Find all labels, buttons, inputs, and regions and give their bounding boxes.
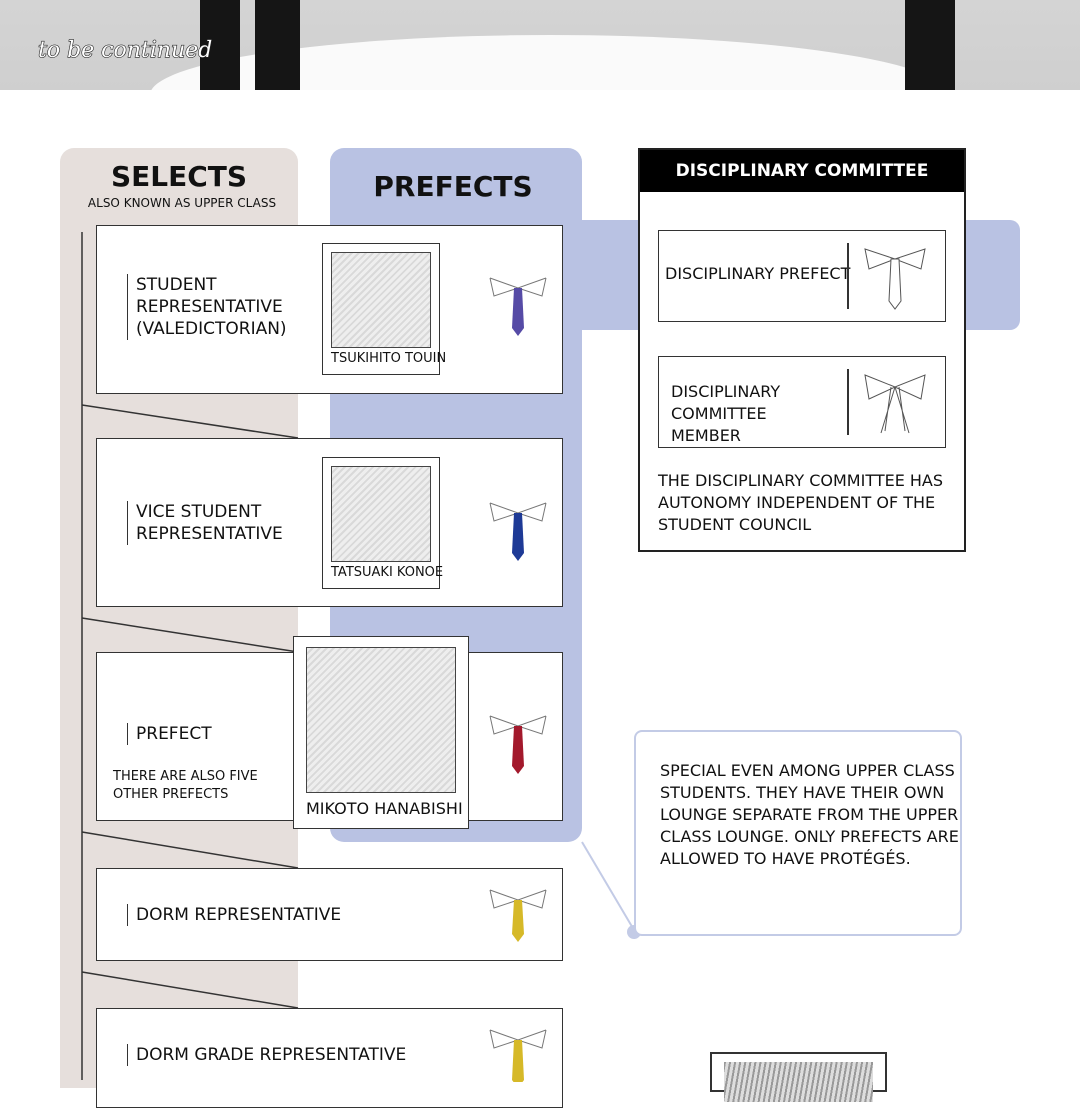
character-name: TATSUAKI KONOE (331, 565, 444, 580)
role-label: DORM GRADE REPRESENTATIVE (127, 1044, 406, 1066)
role-label: DORM REPRESENTATIVE (127, 904, 341, 926)
tie-icon-yellow (489, 889, 547, 942)
disciplinary-committee-title: DISCIPLINARY COMMITTEE (640, 150, 964, 192)
prefects-callout: SPECIAL EVEN AMONG UPPER CLASS STUDENTS.… (634, 730, 962, 936)
portrait-mikoto-hanabishi: MIKOTO HANABISHI (293, 636, 469, 829)
portrait-tsukihito-touin: TSUKIHITO TOUIN (322, 243, 447, 375)
disciplinary-committee-box: DISCIPLINARY COMMITTEE DISCIPLINARY PREF… (638, 148, 966, 552)
tie-icon-white (864, 248, 926, 310)
role-card-dorm-representative: DORM REPRESENTATIVE (96, 868, 563, 961)
manga-panel-banner: to be continued (0, 0, 1080, 90)
tie-icon-red (489, 715, 547, 774)
bow-ribbon-icon (864, 374, 926, 434)
role-card-disciplinary-committee-member: DISCIPLINARY COMMITTEE MEMBER (658, 356, 946, 448)
tie-icon-purple (489, 277, 547, 336)
role-label: STUDENT REPRESENTATIVE (VALEDICTORIAN) (127, 274, 307, 340)
manga-thumbnail (710, 1052, 887, 1102)
prefects-title: PREFECTS (373, 170, 533, 203)
role-card-disciplinary-prefect: DISCIPLINARY PREFECT (658, 230, 946, 322)
role-label: VICE STUDENT REPRESENTATIVE (127, 501, 307, 545)
role-label: PREFECT (127, 723, 212, 745)
tie-icon-blue (489, 502, 547, 561)
portrait-tatsuaki-konoe: TATSUAKI KONOE (322, 457, 444, 589)
disciplinary-note: THE DISCIPLINARY COMMITTEE HAS AUTONOMY … (658, 471, 944, 534)
character-name: MIKOTO HANABISHI (306, 799, 463, 818)
tie-icon-yellow (489, 1029, 547, 1082)
to-be-continued-caption: to be continued (37, 37, 213, 63)
prefect-note: THERE ARE ALSO FIVE OTHER PREFECTS (113, 769, 258, 802)
selects-title: SELECTS (110, 160, 248, 193)
role-label: DISCIPLINARY PREFECT (665, 264, 851, 283)
selects-subtitle: ALSO KNOWN AS UPPER CLASS (87, 196, 277, 210)
character-name: TSUKIHITO TOUIN (331, 351, 447, 366)
role-label: DISCIPLINARY COMMITTEE MEMBER (671, 382, 781, 445)
